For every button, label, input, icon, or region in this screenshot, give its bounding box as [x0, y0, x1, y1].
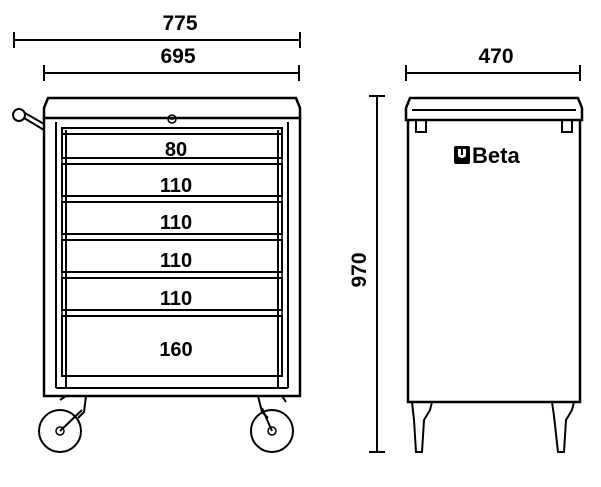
- overall-width-label: 775: [162, 12, 197, 35]
- beta-logo: Beta: [454, 143, 520, 168]
- drawer-4: 110: [61, 239, 283, 279]
- dimension-height: 970: [348, 95, 385, 453]
- body-width-label: 695: [160, 45, 195, 68]
- drawers: 80 110 110 110 110 160: [61, 133, 283, 377]
- height-label: 970: [348, 252, 371, 287]
- left-caster: [38, 395, 88, 453]
- drawer-5-label: 110: [160, 288, 192, 310]
- drawer-6-label: 160: [159, 339, 192, 361]
- drawer-1: 80: [61, 133, 283, 165]
- depth-label: 470: [478, 45, 513, 68]
- side-cabinet-body: [406, 120, 582, 404]
- drawer-5: 110: [61, 277, 283, 317]
- front-casters: [38, 395, 294, 453]
- front-cabinet-body: [42, 118, 302, 398]
- side-top-cover: [404, 96, 584, 122]
- lock-icon: [167, 114, 177, 124]
- side-casters: [411, 401, 575, 453]
- right-caster: [250, 395, 294, 453]
- drawer-3-label: 110: [160, 212, 192, 234]
- dimension-overall-width: 775: [13, 12, 301, 48]
- drawer-1-label: 80: [165, 139, 187, 161]
- side-view: Beta: [404, 96, 584, 453]
- front-view: [12, 96, 302, 398]
- brand-name: Beta: [472, 143, 520, 168]
- drawer-6: 160: [61, 315, 283, 377]
- drawer-2-label: 110: [160, 175, 192, 197]
- drawer-4-label: 110: [160, 250, 192, 272]
- drawer-3: 110: [61, 201, 283, 241]
- dimension-depth: 470: [405, 45, 581, 81]
- drawer-2: 110: [61, 163, 283, 203]
- dimension-body-width: 695: [43, 45, 300, 81]
- side-handle: [12, 108, 45, 131]
